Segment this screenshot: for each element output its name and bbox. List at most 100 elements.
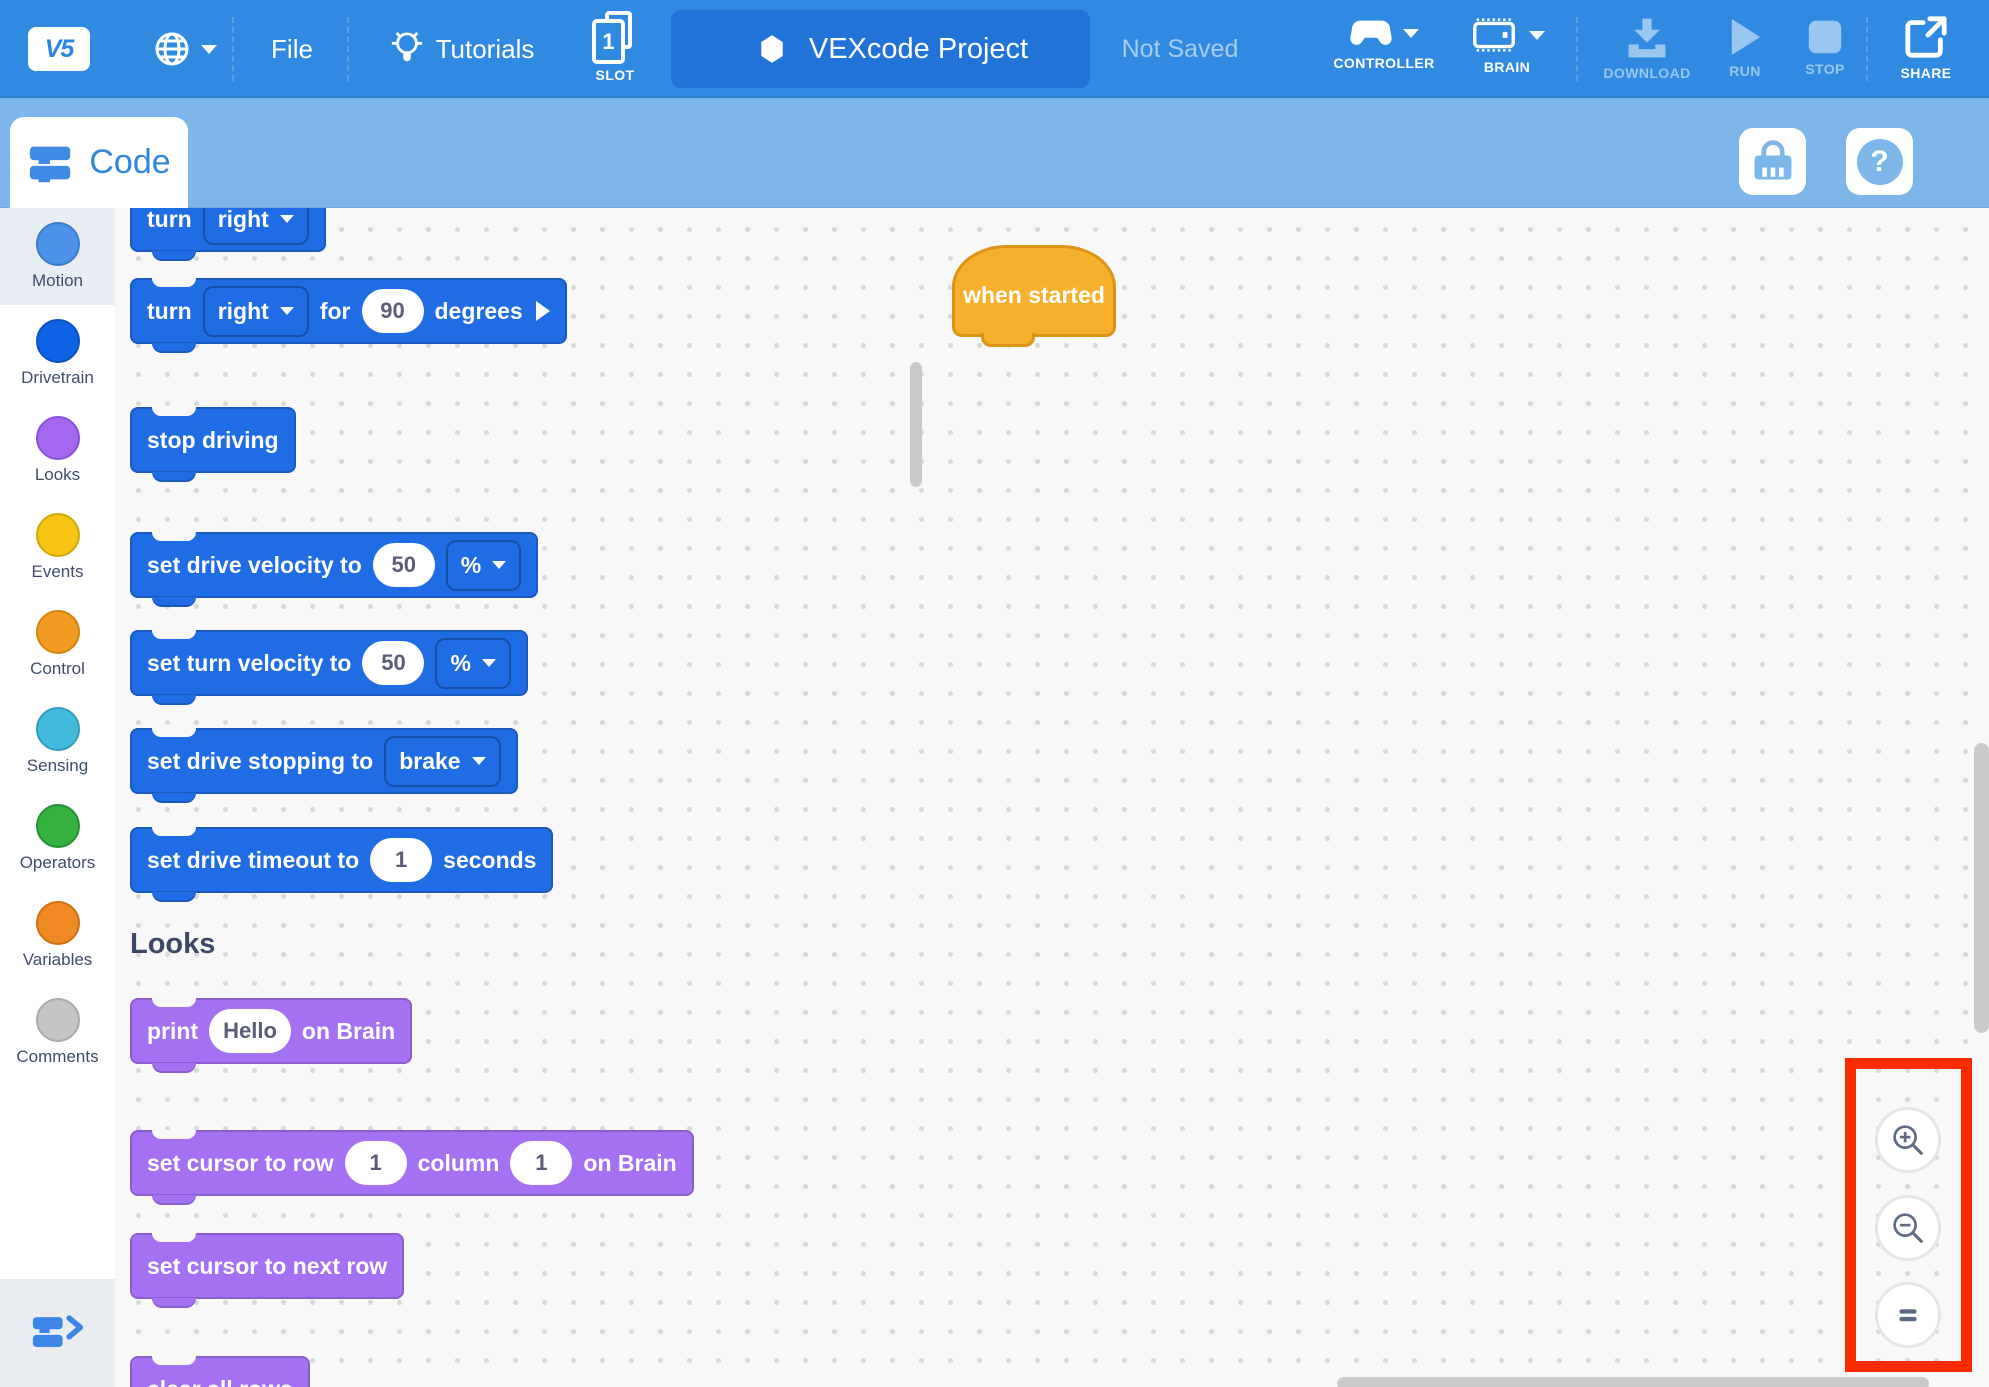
top-menu-bar: V5 File Tutorials 1 SLOT VEXcode Project… [0,0,1989,98]
block-text: set cursor to next row [147,1252,388,1279]
dropdown-caret-icon [481,659,496,667]
collapse-palette-button[interactable] [0,1279,115,1387]
toolbox-icon [1754,139,1791,180]
reset-zoom-button[interactable] [1875,1282,1941,1348]
chevron-down-icon [200,44,217,54]
set-cursor-next-row-block[interactable]: set cursor to next row [130,1233,405,1308]
value-input-oval[interactable]: 1 [344,1141,407,1185]
value-input-oval[interactable]: 1 [370,838,433,882]
blocks-workspace[interactable] [115,208,1989,1387]
dropdown-field[interactable]: right [202,285,309,337]
sidebar-item-variables[interactable]: Variables [0,887,115,984]
dropdown-value: brake [399,747,461,774]
dropdown-value: right [217,297,269,324]
category-label: Drivetrain [21,368,94,387]
category-label: Looks [34,465,81,484]
stop-driving-block[interactable]: stop driving [130,407,296,482]
clear-all-rows-block[interactable]: clear all rows [130,1356,310,1387]
zoom-out-magnifier-icon [1893,1213,1923,1243]
tab-code[interactable]: Code [10,117,188,208]
block-text: turn [147,297,192,324]
divider [232,17,234,81]
dropdown-caret-icon [492,561,507,569]
dropdown-value: right [217,205,269,232]
when-started-block[interactable]: when started [952,245,1116,347]
dropdown-value: % [450,649,471,676]
sidebar-item-events[interactable]: Events [0,499,115,596]
language-menu[interactable] [138,0,230,98]
hexagon-icon [761,35,783,63]
divider [1866,17,1868,81]
zoom-in-button[interactable] [1875,1107,1941,1173]
category-label: Comments [16,1047,99,1066]
download-button[interactable]: DOWNLOAD [1590,16,1704,81]
share-button[interactable]: SHARE [1890,14,1962,81]
code-blocks-icon [30,146,71,182]
dropdown-caret-icon [279,215,294,223]
block-text: on Brain [583,1149,677,1176]
vex-logo[interactable]: V5 [28,27,90,71]
category-circle [35,707,80,751]
value-input-oval[interactable]: 50 [362,641,425,685]
sidebar-item-drivetrain[interactable]: Drivetrain [0,305,115,402]
sidebar-item-comments[interactable]: Comments [0,984,115,1081]
globe-icon [155,32,188,66]
value-input-oval[interactable]: 1 [510,1141,573,1185]
zoom-out-button[interactable] [1875,1195,1941,1261]
dropdown-field[interactable]: brake [384,735,501,787]
category-circle [35,998,80,1042]
block-text: set drive timeout to [147,846,360,873]
play-icon [1731,19,1761,55]
slot-selector[interactable]: 1 SLOT [582,11,648,83]
project-title: VEXcode Project [808,32,1029,65]
canvas-vertical-scrollbar[interactable] [1974,743,1989,1033]
expand-arrow-icon[interactable] [535,301,550,321]
block-text: for [319,297,351,324]
stop-square-icon [1808,20,1842,54]
category-circle [35,901,80,945]
divider [1576,17,1578,81]
device-info-button[interactable] [1739,128,1806,195]
block-text: clear all rows [147,1376,293,1387]
sidebar-item-operators[interactable]: Operators [0,790,115,887]
dropdown-field[interactable]: % [445,539,522,591]
palette-scrollbar[interactable] [910,362,922,487]
block-text: print [147,1017,199,1044]
run-button[interactable]: RUN [1714,16,1776,79]
lightbulb-icon [391,31,422,62]
canvas-horizontal-scrollbar[interactable] [1337,1377,1929,1387]
sidebar-item-sensing[interactable]: Sensing [0,693,115,790]
file-menu[interactable]: File [271,33,313,64]
category-circle [35,610,80,654]
category-label: Motion [31,271,84,290]
sidebar-item-control[interactable]: Control [0,596,115,693]
brain-icon [1473,18,1515,52]
sidebar-item-looks[interactable]: Looks [0,402,115,499]
value-input-oval[interactable]: Hello [209,1009,291,1053]
controller-menu[interactable]: CONTROLLER [1320,16,1448,71]
project-name-button[interactable]: VEXcode Project [671,10,1090,88]
help-button[interactable]: ? [1846,128,1913,195]
block-text: turn [147,205,192,232]
category-circle [35,416,80,460]
stop-button[interactable]: STOP [1792,18,1858,77]
chevron-down-icon [1529,30,1545,40]
dropdown-field[interactable]: % [435,637,511,689]
category-circle [35,319,80,363]
tutorials-button[interactable]: Tutorials [362,0,562,98]
zoom-in-magnifier-icon [1893,1125,1923,1155]
category-circle [35,222,80,266]
value-input-oval[interactable]: 90 [361,289,424,333]
sidebar-item-motion[interactable]: Motion [0,208,115,305]
value-input-oval[interactable]: 50 [372,543,435,587]
brain-menu[interactable]: BRAIN [1452,16,1562,75]
dropdown-value: % [460,551,482,578]
